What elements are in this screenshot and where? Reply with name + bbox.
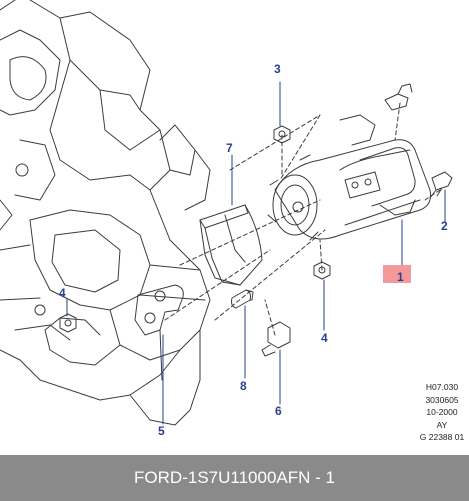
alignment-guides xyxy=(164,102,441,336)
reference-code: G 22388 01 xyxy=(419,432,465,442)
callout-8[interactable]: 8 xyxy=(240,379,247,393)
starter-motor[interactable] xyxy=(267,114,431,241)
caption-bar: FORD - 1S7U11000AF N - 1 xyxy=(0,455,469,501)
callout-3[interactable]: 3 xyxy=(274,62,281,76)
callout-highlight xyxy=(383,265,411,283)
callout-5[interactable]: 5 xyxy=(158,424,165,438)
bracket[interactable] xyxy=(134,284,184,381)
callout-7[interactable]: 7 xyxy=(226,141,233,155)
stud-bolt-top[interactable] xyxy=(384,83,413,111)
callout-2[interactable]: 2 xyxy=(441,219,448,233)
nut-4-right[interactable] xyxy=(313,261,331,280)
bolt-6[interactable] xyxy=(261,321,291,357)
reference-code: H07.030 xyxy=(425,382,459,392)
reference-codes: H07.030 3030605 10-2000 AY G 22388 01 xyxy=(405,381,469,444)
caption-quantity: N - 1 xyxy=(298,468,335,487)
callout-1[interactable]: 1 xyxy=(397,270,404,284)
callout-6[interactable]: 6 xyxy=(275,404,282,418)
stud-bolt-2[interactable] xyxy=(429,171,453,199)
nut-4-left[interactable] xyxy=(59,313,77,333)
reference-code: AY xyxy=(436,419,448,430)
reference-code: 10-2000 xyxy=(426,407,458,417)
dowel-sleeve[interactable] xyxy=(231,289,254,309)
callout-4-right[interactable]: 4 xyxy=(321,331,328,345)
caption-brand: FORD xyxy=(134,468,183,487)
callout-leaders xyxy=(66,81,446,425)
caption-separator: - xyxy=(182,468,188,487)
reference-code: 3030605 xyxy=(425,394,459,405)
callout-4-left[interactable]: 4 xyxy=(59,286,66,300)
exploded-parts-diagram xyxy=(0,0,453,426)
caption-part-number: 1S7U11000AF xyxy=(187,468,299,487)
heat-shield[interactable] xyxy=(199,204,263,286)
nut-3[interactable] xyxy=(273,125,291,144)
engine-block xyxy=(0,0,211,426)
